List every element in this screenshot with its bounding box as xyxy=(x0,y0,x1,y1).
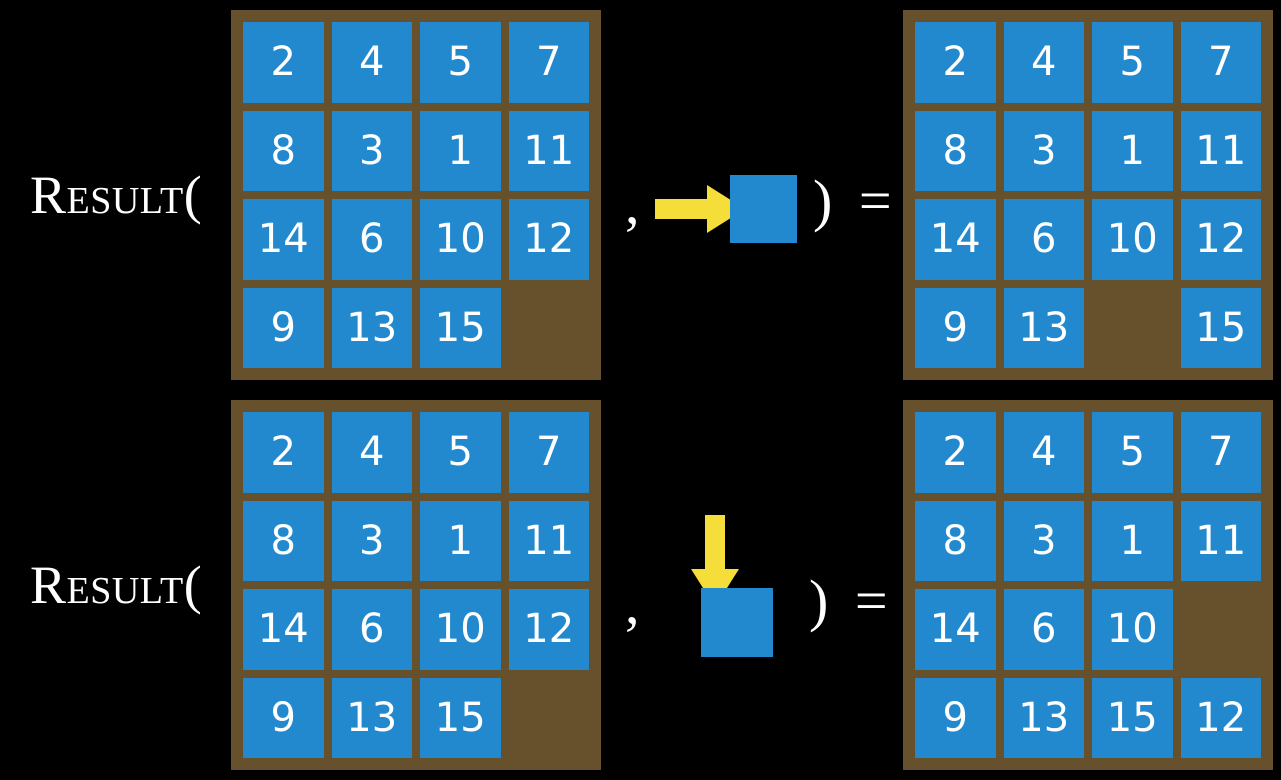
tile[interactable]: 3 xyxy=(1003,500,1084,581)
tile[interactable]: 6 xyxy=(331,589,412,670)
move-target-square xyxy=(730,175,797,243)
tile[interactable]: 15 xyxy=(420,677,501,758)
tile[interactable]: 10 xyxy=(420,199,501,280)
tile[interactable]: 15 xyxy=(420,287,501,368)
tile[interactable]: 9 xyxy=(243,287,324,368)
tile[interactable]: 3 xyxy=(331,110,412,191)
tile[interactable]: 14 xyxy=(915,589,996,670)
tile[interactable]: 5 xyxy=(1092,22,1173,103)
tile[interactable]: 10 xyxy=(1092,589,1173,670)
tile[interactable]: 6 xyxy=(1003,199,1084,280)
arrow-right-icon xyxy=(655,185,745,233)
tile[interactable]: 7 xyxy=(508,22,589,103)
tile[interactable]: 14 xyxy=(243,199,324,280)
tile[interactable]: 12 xyxy=(508,589,589,670)
tile[interactable]: 8 xyxy=(243,500,324,581)
argument-separator-comma: , xyxy=(625,171,640,236)
tile[interactable]: 7 xyxy=(1180,412,1261,493)
output-board-row1: 2 4 5 7 8 3 1 11 14 6 10 12 9 13 15 xyxy=(903,10,1273,380)
tile[interactable]: 2 xyxy=(243,22,324,103)
tile[interactable]: 4 xyxy=(331,22,412,103)
empty-slot[interactable] xyxy=(509,288,590,369)
input-board-row1: 2 4 5 7 8 3 1 11 14 6 10 12 9 13 15 xyxy=(231,10,601,380)
output-board-row2: 2 4 5 7 8 3 1 11 14 6 10 9 13 15 12 xyxy=(903,400,1273,770)
tile[interactable]: 1 xyxy=(1092,110,1173,191)
tile[interactable]: 6 xyxy=(1003,589,1084,670)
tile[interactable]: 8 xyxy=(915,110,996,191)
tile[interactable]: 2 xyxy=(243,412,324,493)
tile[interactable]: 14 xyxy=(243,589,324,670)
operator-area-row1: , ) = xyxy=(600,0,900,390)
tile[interactable]: 14 xyxy=(915,199,996,280)
tile[interactable]: 12 xyxy=(508,199,589,280)
tile[interactable]: 11 xyxy=(508,500,589,581)
close-paren-equals: ) = xyxy=(809,568,894,633)
tile[interactable]: 13 xyxy=(1003,677,1084,758)
tile[interactable]: 13 xyxy=(1003,287,1084,368)
tile[interactable]: 3 xyxy=(331,500,412,581)
tile[interactable]: 15 xyxy=(1180,287,1261,368)
tile[interactable]: 2 xyxy=(915,412,996,493)
argument-separator-comma: , xyxy=(625,571,640,636)
input-board-row2: 2 4 5 7 8 3 1 11 14 6 10 12 9 13 15 xyxy=(231,400,601,770)
tile[interactable]: 3 xyxy=(1003,110,1084,191)
tile[interactable]: 7 xyxy=(508,412,589,493)
tile[interactable]: 4 xyxy=(1003,22,1084,103)
empty-slot[interactable] xyxy=(1181,589,1262,670)
operator-area-row2: , ) = xyxy=(600,390,900,780)
close-paren-equals: ) = xyxy=(813,168,898,233)
tile[interactable]: 4 xyxy=(1003,412,1084,493)
result-function-label-row1: Result( xyxy=(30,165,203,225)
move-target-square xyxy=(701,588,773,657)
tile[interactable]: 8 xyxy=(915,500,996,581)
tile[interactable]: 15 xyxy=(1092,677,1173,758)
tile[interactable]: 12 xyxy=(1180,677,1261,758)
tile[interactable]: 10 xyxy=(420,589,501,670)
result-function-label-row2: Result( xyxy=(30,555,203,615)
tile[interactable]: 9 xyxy=(915,287,996,368)
tile[interactable]: 13 xyxy=(331,287,412,368)
tile[interactable]: 10 xyxy=(1092,199,1173,280)
tile[interactable]: 5 xyxy=(420,412,501,493)
tile[interactable]: 5 xyxy=(420,22,501,103)
tile[interactable]: 1 xyxy=(1092,500,1173,581)
tile[interactable]: 1 xyxy=(420,110,501,191)
arrow-down-icon xyxy=(691,515,739,607)
tile[interactable]: 11 xyxy=(508,110,589,191)
equation-row-right-move: Result( 2 4 5 7 8 3 1 11 14 6 10 12 9 13… xyxy=(30,0,1273,390)
equation-row-down-move: Result( 2 4 5 7 8 3 1 11 14 6 10 12 9 13… xyxy=(0,390,1281,780)
empty-slot[interactable] xyxy=(509,678,590,759)
tile[interactable]: 12 xyxy=(1180,199,1261,280)
tile[interactable]: 6 xyxy=(331,199,412,280)
tile[interactable]: 7 xyxy=(1180,22,1261,103)
tile[interactable]: 1 xyxy=(420,500,501,581)
tile[interactable]: 11 xyxy=(1180,500,1261,581)
empty-slot[interactable] xyxy=(1092,288,1173,369)
tile[interactable]: 9 xyxy=(915,677,996,758)
tile[interactable]: 4 xyxy=(331,412,412,493)
tile[interactable]: 9 xyxy=(243,677,324,758)
tile[interactable]: 2 xyxy=(915,22,996,103)
tile[interactable]: 5 xyxy=(1092,412,1173,493)
tile[interactable]: 11 xyxy=(1180,110,1261,191)
tile[interactable]: 8 xyxy=(243,110,324,191)
tile[interactable]: 13 xyxy=(331,677,412,758)
